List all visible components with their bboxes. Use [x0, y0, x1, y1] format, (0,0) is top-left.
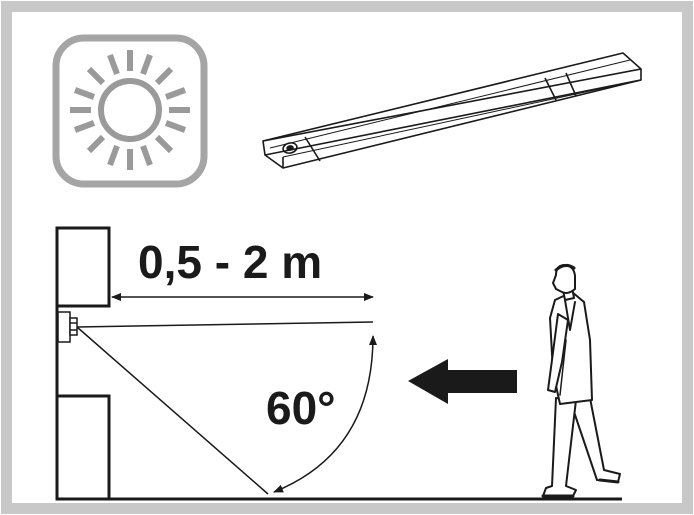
- sensor-device-icon: [57, 311, 78, 343]
- wall-cabinets: [55, 226, 111, 501]
- detection-zone: [76, 321, 377, 495]
- walking-person-icon: [541, 263, 621, 498]
- led-light-bar-icon: [262, 52, 642, 169]
- distance-label: 0,5 - 2 m: [138, 236, 322, 288]
- sun-icon: [52, 34, 208, 188]
- angle-label: 60°: [266, 382, 336, 434]
- arrow-left-icon: [408, 359, 517, 404]
